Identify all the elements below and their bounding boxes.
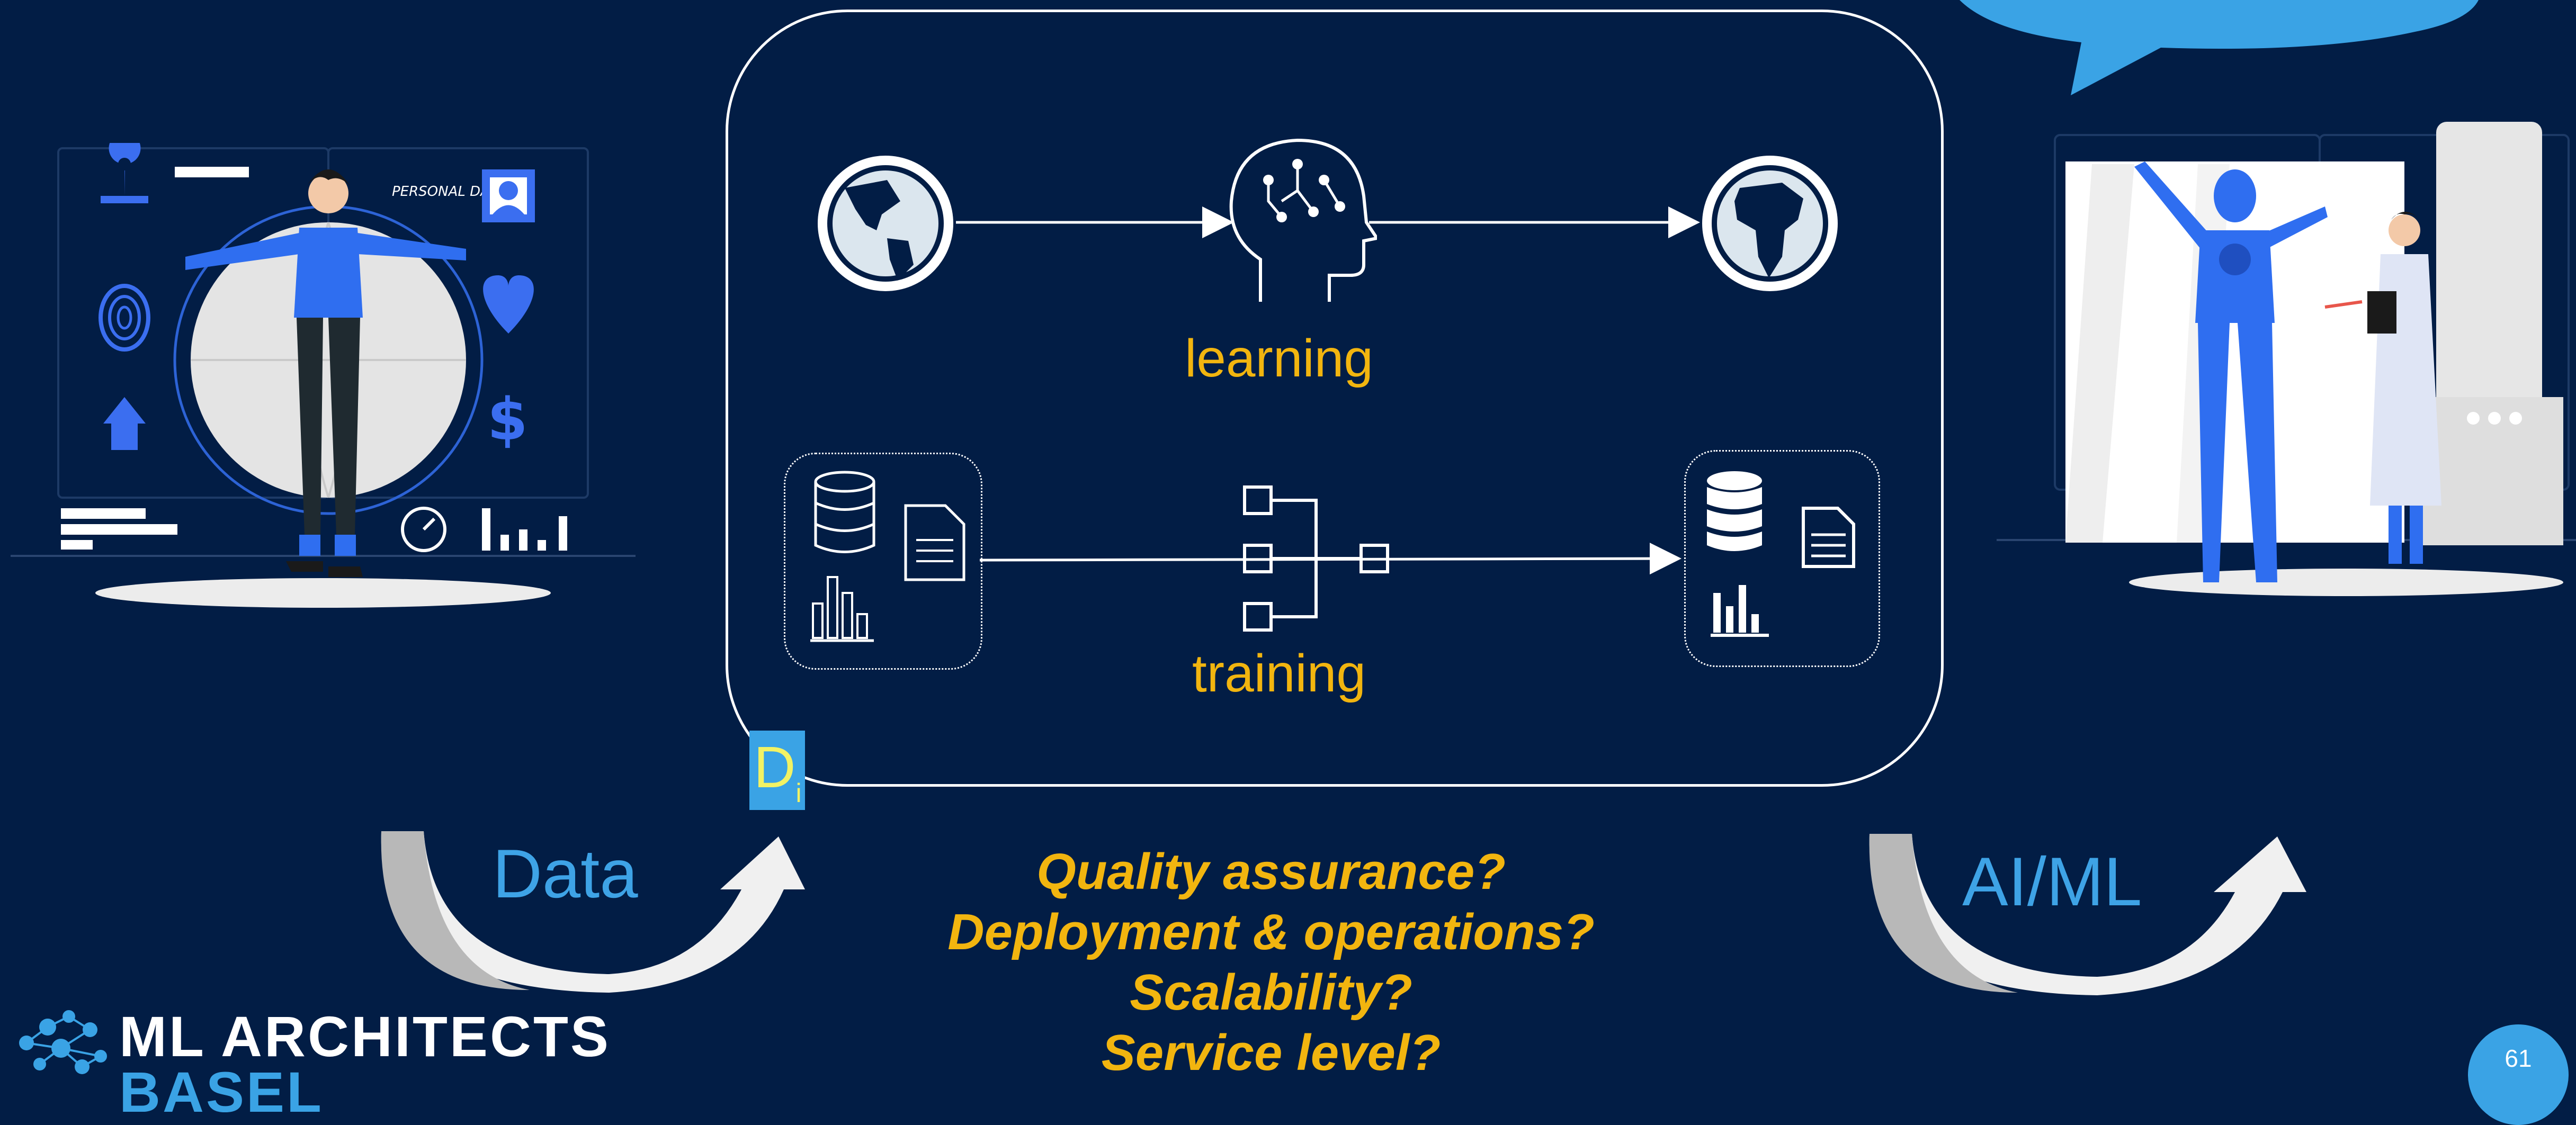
robot-scientist-illustration [1997,122,2576,596]
data-label: Data [493,835,638,912]
data-curved-arrow [381,831,805,993]
dataset-icons-left [810,471,965,642]
page-number-badge [2468,1024,2569,1125]
input-dataset-box [784,453,982,670]
page-number: 61 [2505,1045,2532,1072]
learning-label: learning [1185,329,1373,388]
question-item: Scalability? [1130,964,1412,1021]
personal-data-illustration: PERSONAL DATA $ [11,143,636,608]
pipeline-frame [726,10,1944,787]
question-item: Quality assurance? [1036,843,1506,900]
question-item: Service level? [1101,1024,1441,1081]
output-dataset-box [1684,450,1880,667]
globe-africa-icon [1702,156,1838,291]
open-questions: Quality assurance? Deployment & operatio… [900,842,1642,1083]
dataset-icons-right [1707,471,1855,637]
badge-letter: D [754,735,796,800]
dataset-index-badge: Di [749,731,805,810]
aiml-curved-arrow [1869,834,2306,995]
question-item: Deployment & operations? [947,904,1595,960]
logo-wordmark: ML ARCHITECTS [119,1004,611,1068]
ml-architects-logo-icon [19,1010,107,1074]
logo-subline: BASEL [119,1060,324,1124]
globe-americas-icon [818,156,953,291]
brain-head-icon [1229,138,1377,302]
speech-bubble [1960,0,2479,95]
badge-subscript: i [795,778,802,808]
training-structure-icon [1243,485,1389,632]
aiml-label: AI/ML [1962,843,2142,920]
dollar-text: $ [487,385,528,453]
training-label: training [1192,644,1366,703]
